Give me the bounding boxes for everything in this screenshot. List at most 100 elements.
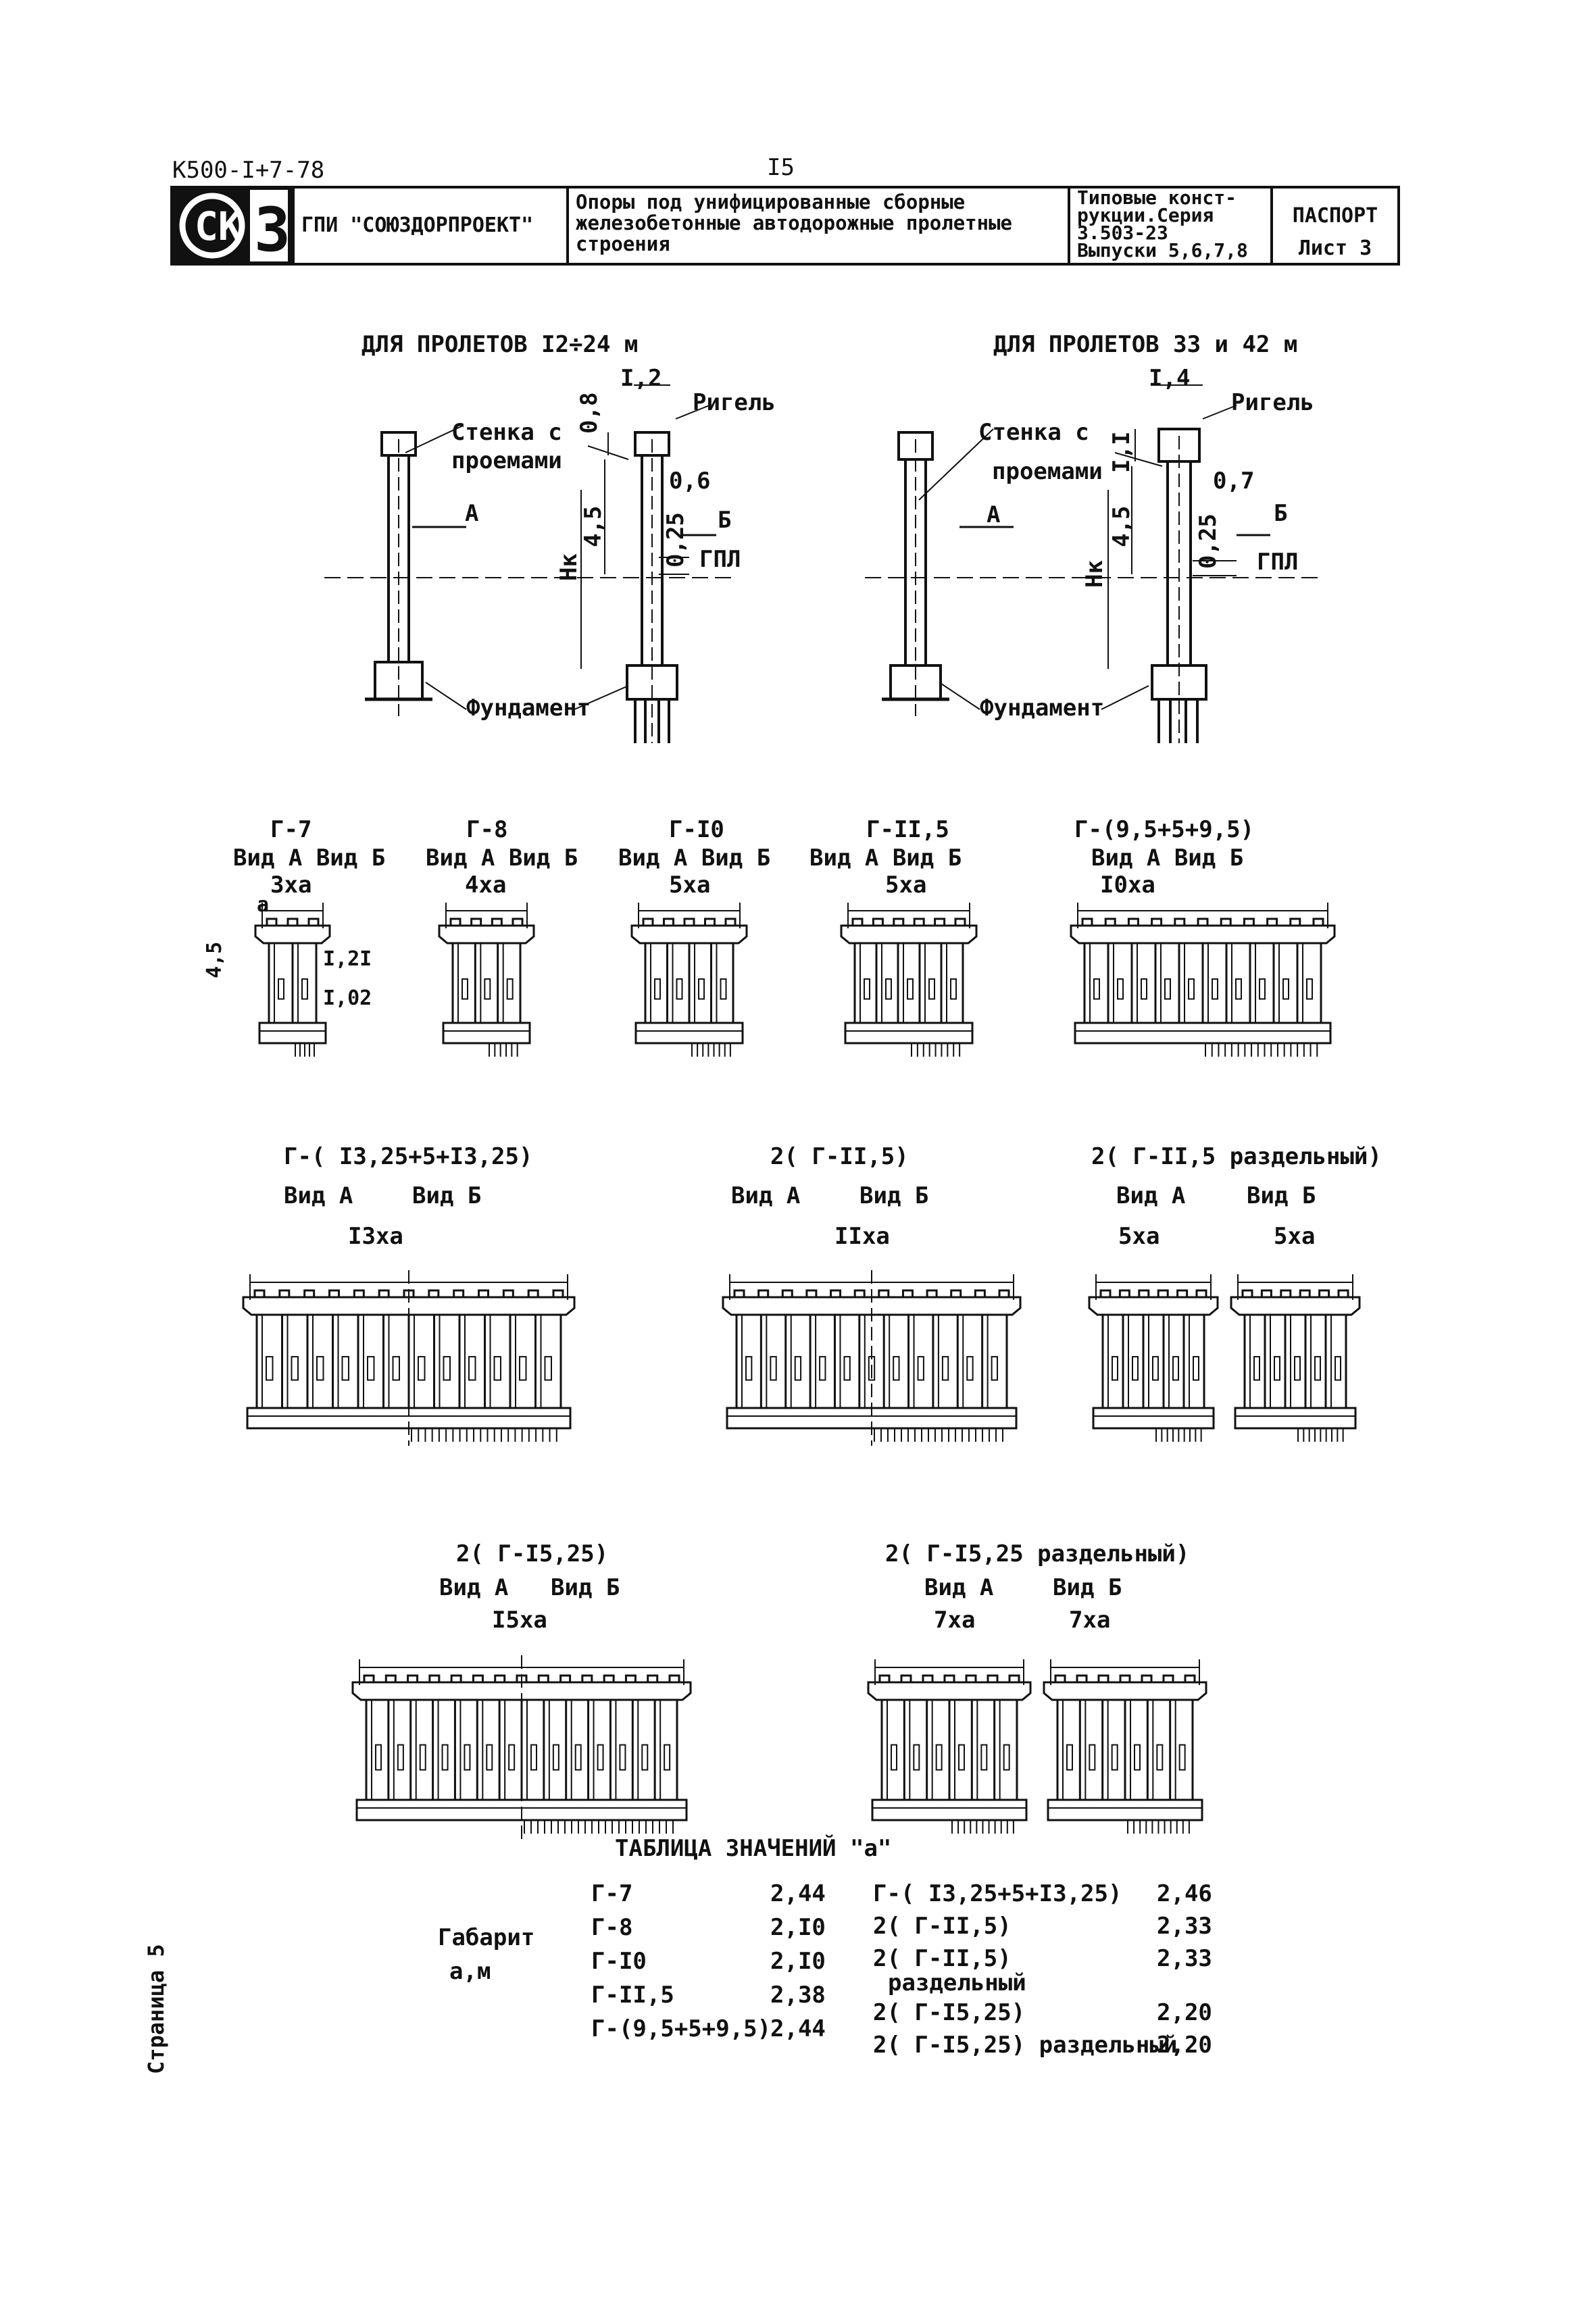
pier-section (1088, 1274, 1219, 1442)
left-view-b: Б (718, 507, 732, 534)
row3-vb-2: Вид Б (1053, 1574, 1122, 1601)
wall-opening (574, 1744, 582, 1771)
wall-opening (493, 1356, 501, 1381)
wall-opening (1335, 1356, 1341, 1381)
wall-opening (966, 1356, 974, 1381)
row1-name-g7: Г-7 (270, 816, 312, 843)
page-number: I5 (767, 154, 795, 181)
row2-name-1: Г-( I3,25+5+I3,25) (284, 1143, 533, 1170)
row2-dim-2: IIха (834, 1223, 890, 1250)
cap-beam (351, 1681, 692, 1701)
left-wall-label-1: Стенка с (451, 419, 562, 446)
table-right-name: 2( Г-II,5) (873, 1913, 1012, 1940)
footing (442, 1022, 531, 1045)
left-elevation (324, 384, 737, 743)
table-right-name: 2( Г-I5,25) раздельный (873, 2032, 1178, 2059)
wall-opening (597, 1744, 604, 1771)
wall-opening (676, 978, 683, 1000)
table-left-value: 2,38 (770, 1982, 826, 2009)
wall-opening (1178, 1744, 1186, 1771)
passport-label: ПАСПОРТ (1292, 204, 1378, 228)
wall-opening (619, 1744, 626, 1771)
left-dim-025: 0,25 (662, 512, 689, 568)
right-dim-web: 0,7 (1213, 468, 1255, 495)
row3-dim-1: I5ха (492, 1607, 547, 1634)
cap-beam (840, 924, 978, 945)
right-elevation (865, 384, 1324, 743)
wall-opening (544, 1356, 552, 1381)
row2-dim-1: I3ха (348, 1223, 403, 1250)
logo-block: СК 3 (170, 186, 292, 266)
wall-opening (1188, 978, 1195, 1000)
wall-opening (720, 978, 727, 1000)
footing (871, 1799, 1028, 1821)
wall-opening (397, 1744, 404, 1771)
row1-dim-g95: I0ха (1100, 872, 1155, 899)
wall-opening (891, 1744, 897, 1771)
wall-opening (443, 1356, 451, 1381)
pier-section (1070, 903, 1336, 1057)
wall-opening (1134, 1744, 1141, 1771)
table-right-value: 2,20 (1157, 1999, 1212, 2026)
wall-opening (928, 978, 935, 1000)
footing (1092, 1407, 1215, 1430)
wall-opening (552, 1744, 559, 1771)
wall-opening (1111, 1744, 1118, 1771)
wall-opening (913, 1744, 920, 1771)
wall-opening (958, 1744, 965, 1771)
right-gpl: ГПЛ (1257, 549, 1299, 576)
row2-va-1: Вид А (284, 1182, 353, 1209)
right-dim-45: 4,5 (1108, 505, 1135, 547)
table-left-row: Г-(9,5+5+9,5)2,44 (591, 2015, 834, 2049)
pier-section (867, 1659, 1032, 1834)
table-right: Г-( I3,25+5+I3,25)2,46 2( Г-II,5)2,33 2(… (873, 1880, 1224, 2064)
table-left-name: Г-(9,5+5+9,5) (591, 2015, 772, 2042)
table-right-name: 2( Г-I5,25) (873, 1999, 1026, 2026)
right-elevation-title: ДЛЯ ПРОЛЕТОВ 33 и 42 м (993, 331, 1298, 358)
header-title-line: строения (576, 232, 670, 255)
wall-opening (1253, 1356, 1260, 1381)
footing (1074, 1022, 1332, 1045)
row1-views-g10: Вид А Вид Б (618, 845, 771, 872)
wall-opening (1152, 1356, 1159, 1381)
row3-dim-2a: 7ха (934, 1607, 976, 1634)
row1-name-g95: Г-(9,5+5+9,5) (1074, 816, 1255, 843)
left-elevation-title: ДЛЯ ПРОЛЕТОВ I2÷24 м (361, 331, 639, 358)
table-right-row: 2( Г-I5,25) 2,20 (873, 1999, 1224, 2032)
wall-opening (301, 978, 308, 1000)
header-title: Опоры под унифицированные сборные железо… (566, 188, 1068, 265)
row3-name-1: 2( Г-I5,25) (456, 1540, 609, 1567)
row1-views-g7: Вид А Вид Б (233, 845, 386, 872)
row3-va-2: Вид А (924, 1574, 994, 1601)
table-right-row: Г-( I3,25+5+I3,25)2,46 (873, 1880, 1224, 1913)
footing (844, 1022, 974, 1045)
wall-opening (392, 1356, 400, 1381)
header-series-line: рукции.Серия (1077, 204, 1214, 226)
left-view-a: А (465, 500, 479, 527)
wall-opening (654, 978, 661, 1000)
wall-opening (1132, 1356, 1139, 1381)
cap-beam (1043, 1681, 1207, 1701)
wall-opening (980, 1744, 988, 1771)
wall-opening (1274, 1356, 1280, 1381)
wall-opening (864, 978, 870, 1000)
wall-opening (641, 1744, 649, 1771)
row2-vb-1: Вид Б (412, 1182, 482, 1209)
wall-opening (464, 1744, 471, 1771)
wall-opening (418, 1356, 426, 1381)
wall-opening (1066, 1744, 1073, 1771)
wall-opening (1117, 978, 1124, 1000)
cap-beam (1230, 1296, 1361, 1316)
row3-vb-1: Вид Б (551, 1574, 620, 1601)
side-page-label: Страница 5 (143, 1944, 169, 2074)
row2-vb-3: Вид Б (1247, 1182, 1316, 1209)
right-dim-025: 0,25 (1195, 513, 1222, 569)
row2-name-2: 2( Г-II,5) (770, 1143, 909, 1170)
logo-icon: СК 3 (179, 190, 291, 266)
left-wall-label-2: проемами (451, 447, 562, 474)
